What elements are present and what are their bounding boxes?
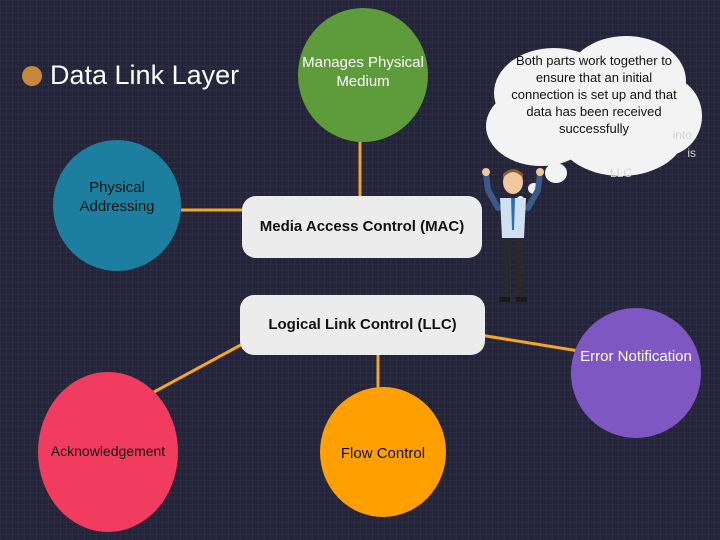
- thought-cloud-faded-word: into: [672, 128, 692, 142]
- thought-cloud-text: Both parts work together to ensure that …: [511, 53, 677, 136]
- connector-llc-error: [479, 333, 586, 354]
- sublayer-mac: Media Access Control (MAC): [242, 196, 482, 258]
- connector-llc-ack: [153, 338, 251, 394]
- sublayer-mac-label: Media Access Control (MAC): [259, 218, 465, 235]
- thought-cloud: Both parts work together to ensure that …: [486, 36, 704, 184]
- sublayer-llc-label: Logical Link Control (LLC): [268, 316, 457, 333]
- node-error-notification: Error Notification: [571, 308, 701, 438]
- node-flow-control-label: Flow Control: [340, 445, 426, 462]
- node-physical-medium-label: Manages Physical Medium: [302, 54, 424, 90]
- node-flow-control: Flow Control: [320, 387, 446, 517]
- page-title: Data Link Layer: [50, 60, 240, 90]
- thought-bubble-dot: [528, 183, 540, 194]
- thought-cloud-faded-word: is: [687, 146, 696, 160]
- title-bullet-dot: [22, 66, 42, 86]
- node-physical-addressing: Physical Addressing: [53, 140, 181, 271]
- thinking-person-illustration: [482, 168, 544, 302]
- node-physical-medium: Manages Physical Medium: [298, 8, 428, 142]
- node-physical-addressing-label: Physical Addressing: [79, 179, 155, 215]
- node-acknowledgement-label: Acknowledgement: [50, 443, 166, 459]
- thought-cloud-faded-word: LLC: [610, 166, 633, 180]
- node-acknowledgement: Acknowledgement: [38, 372, 178, 532]
- node-error-notification-label: Error Notification: [580, 348, 692, 365]
- thought-bubble-dot: [545, 163, 567, 183]
- sublayer-llc: Logical Link Control (LLC): [240, 295, 485, 355]
